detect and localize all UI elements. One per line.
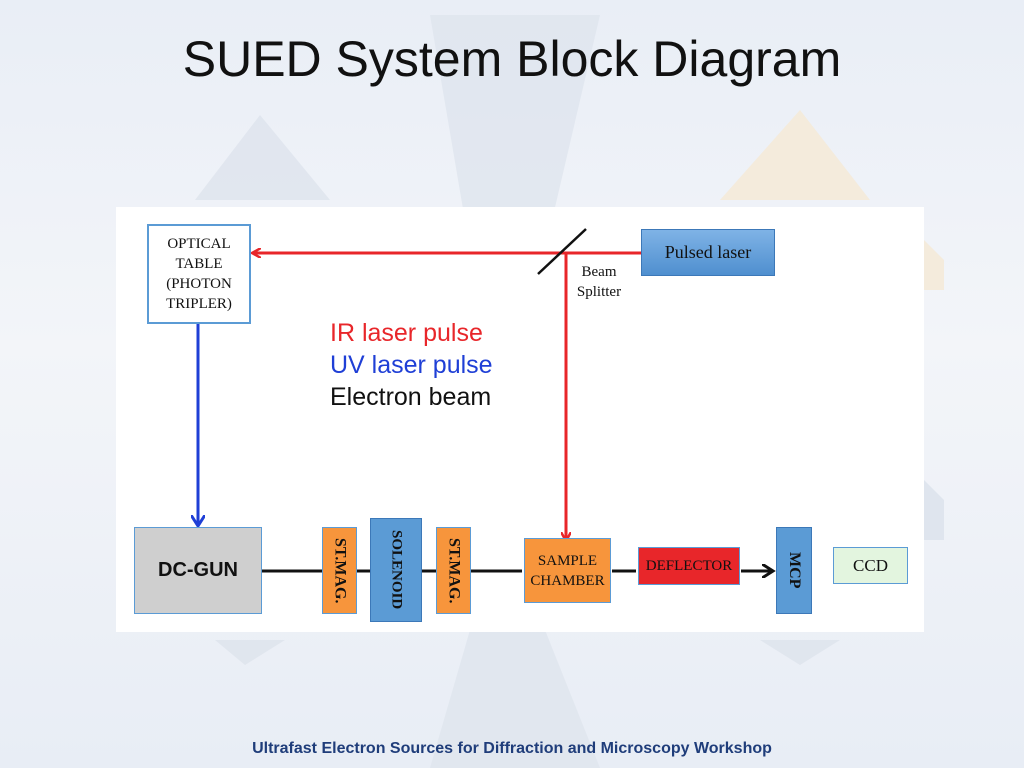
- sample-chamber-box: SAMPLE CHAMBER: [524, 538, 611, 603]
- st-mag-1-label: ST.MAG.: [331, 537, 349, 604]
- sample-chamber-line-1: SAMPLE: [537, 552, 598, 569]
- dc-gun-label: DC-GUN: [158, 559, 238, 581]
- ccd-label: CCD: [853, 555, 888, 575]
- diagram-panel: OPTICAL TABLE (PHOTON TRIPLER) Pulsed la…: [116, 207, 924, 632]
- optical-table-line-3: (PHOTON: [166, 276, 232, 292]
- mcp-label: MCP: [786, 552, 803, 589]
- sample-chamber-line-2: CHAMBER: [530, 572, 605, 589]
- mcp-box: MCP: [776, 527, 812, 614]
- pulsed-laser-box: Pulsed laser: [641, 229, 775, 276]
- legend-uv: UV laser pulse: [330, 351, 493, 379]
- st-mag-1-box: ST.MAG.: [322, 527, 357, 614]
- solenoid-label: SOLENOID: [388, 530, 405, 610]
- slide-title: SUED System Block Diagram: [182, 31, 842, 87]
- beam-splitter-label: Beam Splitter: [564, 262, 634, 302]
- dc-gun-box: DC-GUN: [134, 527, 262, 614]
- legend-electron: Electron beam: [330, 383, 492, 411]
- ccd-box: CCD: [833, 547, 908, 584]
- pulsed-laser-label: Pulsed laser: [664, 242, 752, 262]
- beam-splitter-mirror: [537, 228, 587, 275]
- solenoid-box: SOLENOID: [370, 518, 422, 622]
- beam-splitter-line-2: Splitter: [576, 284, 622, 300]
- st-mag-2-label: ST.MAG.: [445, 537, 463, 604]
- optical-table-line-4: TRIPLER): [166, 296, 232, 312]
- st-mag-2-box: ST.MAG.: [436, 527, 471, 614]
- deflector-box: DEFLECTOR: [638, 547, 740, 585]
- legend-ir: IR laser pulse: [330, 319, 483, 347]
- slide-footer: Ultrafast Electron Sources for Diffracti…: [252, 740, 772, 757]
- deflector-label: DEFLECTOR: [645, 557, 733, 574]
- optical-table-line-2: TABLE: [175, 256, 223, 272]
- optical-table-box: OPTICAL TABLE (PHOTON TRIPLER): [147, 224, 251, 324]
- optical-table-line-1: OPTICAL: [167, 236, 231, 252]
- beam-splitter-line-1: Beam: [581, 264, 617, 280]
